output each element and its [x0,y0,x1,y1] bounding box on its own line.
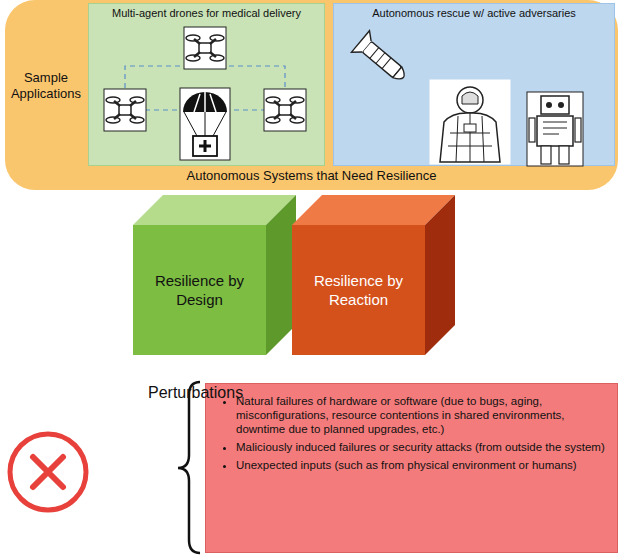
section-label: Perturbations [148,384,243,402]
bullet-list: Natural failures of hardware or software… [206,384,617,484]
curly-bracket [178,382,200,553]
application-panel: Multi-agent drones for medical delivery [88,3,325,166]
bullet-item: Unexpected inputs (such as from physical… [236,458,605,472]
application-band: Sample ApplicationsAutonomous Systems th… [5,0,618,190]
cube-label: Resilience by Reaction [300,271,417,309]
bullet-item: Maliciously induced failures or security… [236,440,605,454]
perturbation-box: Natural failures of hardware or software… [205,383,618,553]
failure-symbol [10,434,86,510]
application-panel: Autonomous rescue w/ active adversaries [333,3,615,166]
approach-cube: Resilience by Design [133,195,296,355]
panel-title: Autonomous rescue w/ active adversaries [334,4,614,19]
band-caption: Autonomous Systems that Need Resilience [5,168,618,183]
cube-label: Resilience by Design [141,271,258,309]
drone-network [104,27,306,160]
panel-title: Multi-agent drones for medical delivery [89,4,324,19]
bullet-item: Natural failures of hardware or software… [236,394,605,436]
rescue-illustration [351,31,583,166]
band-label: Sample Applications [7,70,85,102]
approach-cube: Resilience by Reaction [292,195,455,355]
